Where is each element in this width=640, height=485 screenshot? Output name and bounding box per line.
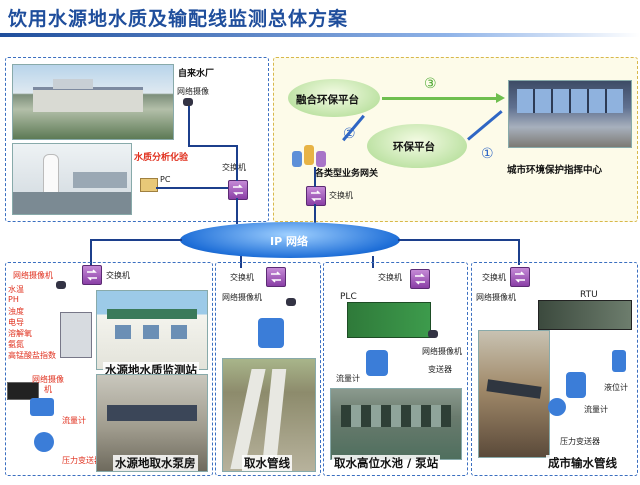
platform-switch-label: 交换机 (329, 191, 353, 200)
b2-caption: 取水管线 (242, 455, 292, 471)
city-pipeline-panel (471, 262, 638, 476)
b2-switch-label: 交换机 (230, 273, 254, 282)
connector (90, 239, 92, 265)
pc-label: PC (160, 175, 171, 184)
waterworks-photo (12, 64, 174, 140)
waterworks-camera-label: 网络摄像 (177, 87, 209, 96)
title-rule (0, 33, 640, 37)
switch-icon (410, 269, 430, 289)
flowmeter-icon (30, 398, 54, 416)
camera-icon (428, 330, 438, 338)
command-center-photo (508, 80, 632, 148)
flowmeter-icon (566, 372, 586, 398)
b1-camera2-label: 网络摄像 (32, 375, 64, 384)
fusion-platform-label: 融合环保平台 (296, 94, 359, 106)
env-platform-label: 环保平台 (393, 141, 435, 153)
camera-icon (56, 281, 66, 289)
connector (314, 204, 316, 226)
camera-icon (286, 298, 296, 306)
lab-label: 水质分析化验 (134, 153, 189, 163)
connector (156, 187, 228, 189)
b1-camera-label: 网络摄像机 (13, 271, 53, 280)
step2-label: ② (343, 126, 356, 142)
b3-switch-label: 交换机 (378, 273, 402, 282)
connector (518, 239, 520, 265)
waterworks-panel (5, 57, 269, 222)
switch-icon (306, 186, 326, 206)
env-platform-cloud (367, 124, 467, 168)
param-label: 浊度 (8, 307, 24, 316)
camera-icon (183, 98, 193, 106)
b3-camera-label: 网络摄像机 (422, 347, 462, 356)
switch-icon (266, 267, 286, 287)
b4-level-label: 液位计 (604, 383, 628, 392)
b4-camera-label: 网络摄像机 (476, 293, 516, 302)
step1-label: ① (481, 146, 494, 162)
connector (188, 106, 190, 146)
arrow-3-head (496, 93, 505, 103)
connector (398, 239, 518, 241)
reservoir-panel (323, 262, 468, 476)
b2-camera-label: 网络摄像机 (222, 293, 262, 302)
pc-icon (140, 178, 158, 192)
b3-inverter-label: 变送器 (428, 365, 452, 374)
level-meter-icon (612, 350, 626, 372)
lab-photo (12, 143, 132, 215)
b1-camera2b-label: 机 (44, 385, 52, 394)
page-title: 饮用水源地水质及输配线监测总体方案 (8, 8, 349, 30)
b3-flowmeter-label: 流量计 (336, 374, 360, 383)
param-label: PH (8, 295, 19, 304)
b3-plc-label: PLC (340, 292, 357, 302)
b1-caption: 水源地取水泵房 (113, 455, 198, 471)
param-label: 水温 (8, 285, 24, 294)
trench-photo (478, 330, 550, 458)
analyzer-cabinet (60, 312, 92, 358)
step3-label: ③ (424, 76, 437, 92)
b4-caption: 成市输水管线 (546, 455, 619, 471)
pipeline-photo (222, 358, 316, 472)
param-label: 高锰酸盐指数 (8, 351, 56, 360)
command-center-label: 城市环境保护指挥中心 (507, 165, 603, 176)
fusion-platform-cloud (288, 79, 380, 117)
param-label: 电导 (8, 318, 24, 327)
switch-icon (228, 180, 248, 200)
ip-network-label: IP 网络 (270, 235, 308, 248)
b4-pressure-label: 压力变送器 (560, 437, 600, 446)
connector (236, 145, 238, 181)
station-photo (96, 290, 208, 370)
connector (188, 145, 236, 147)
b4-switch-label: 交换机 (482, 273, 506, 282)
connector (314, 167, 316, 187)
gateway-label: 各类型业务网关 (315, 169, 379, 179)
b3-caption: 取水高位水池 / 泵站 (332, 455, 441, 471)
server-icon (292, 145, 328, 167)
pump-station-photo (330, 388, 462, 460)
param-label: 氨氮 (8, 340, 24, 349)
b4-rtu-label: RTU (580, 290, 598, 300)
arrow-3 (382, 97, 498, 100)
param-label: 溶解氧 (8, 329, 32, 338)
source-panel (5, 262, 213, 476)
connector (90, 239, 182, 241)
switch-icon (82, 265, 102, 285)
pressure-transmitter-icon (34, 432, 54, 452)
flowmeter-icon (366, 350, 388, 376)
switch-icon (510, 267, 530, 287)
b1-pressure-label: 压力变送器 (62, 456, 102, 465)
intake-pipeline-panel (215, 262, 321, 476)
plc-device (347, 302, 431, 338)
waterworks-label: 自来水厂 (178, 69, 215, 79)
b1-switch-label: 交换机 (106, 271, 130, 280)
waterworks-switch-label: 交换机 (222, 163, 246, 172)
rtu-device (538, 300, 632, 330)
pressure-transmitter-icon (548, 398, 566, 416)
b1-flowmeter-label: 流量计 (62, 416, 86, 425)
flowmeter-icon (258, 318, 284, 348)
ip-network-cloud (180, 222, 400, 258)
connector (236, 198, 238, 224)
controller-device (7, 382, 39, 400)
b4-flowmeter-label: 流量计 (584, 405, 608, 414)
